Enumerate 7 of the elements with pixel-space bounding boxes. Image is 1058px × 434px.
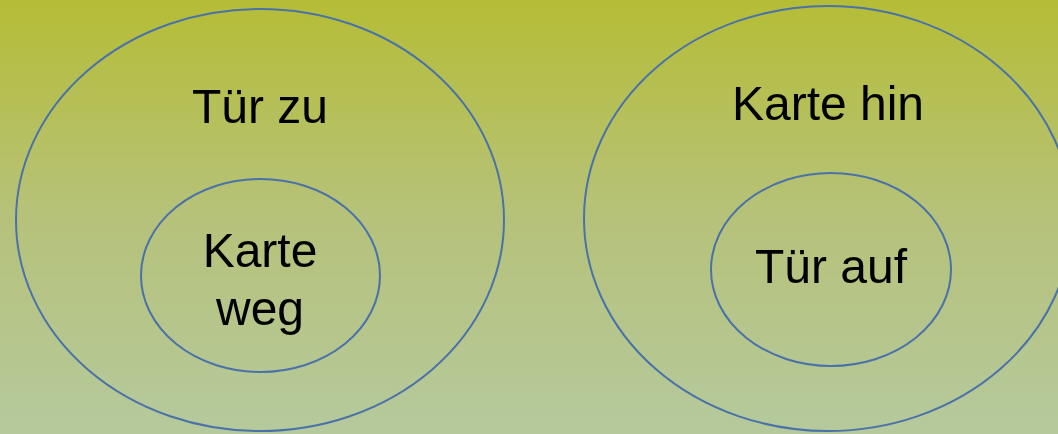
outer-ellipse bbox=[15, 8, 505, 432]
ellipse-label: Tür zu bbox=[191, 79, 329, 135]
inner-ellipse bbox=[710, 172, 952, 367]
inner-ellipse bbox=[140, 178, 381, 373]
ellipse-label: Tür auf bbox=[753, 239, 909, 295]
ellipse-label: Karte weg bbox=[201, 223, 319, 337]
ellipse-label: Karte hin bbox=[730, 76, 926, 132]
